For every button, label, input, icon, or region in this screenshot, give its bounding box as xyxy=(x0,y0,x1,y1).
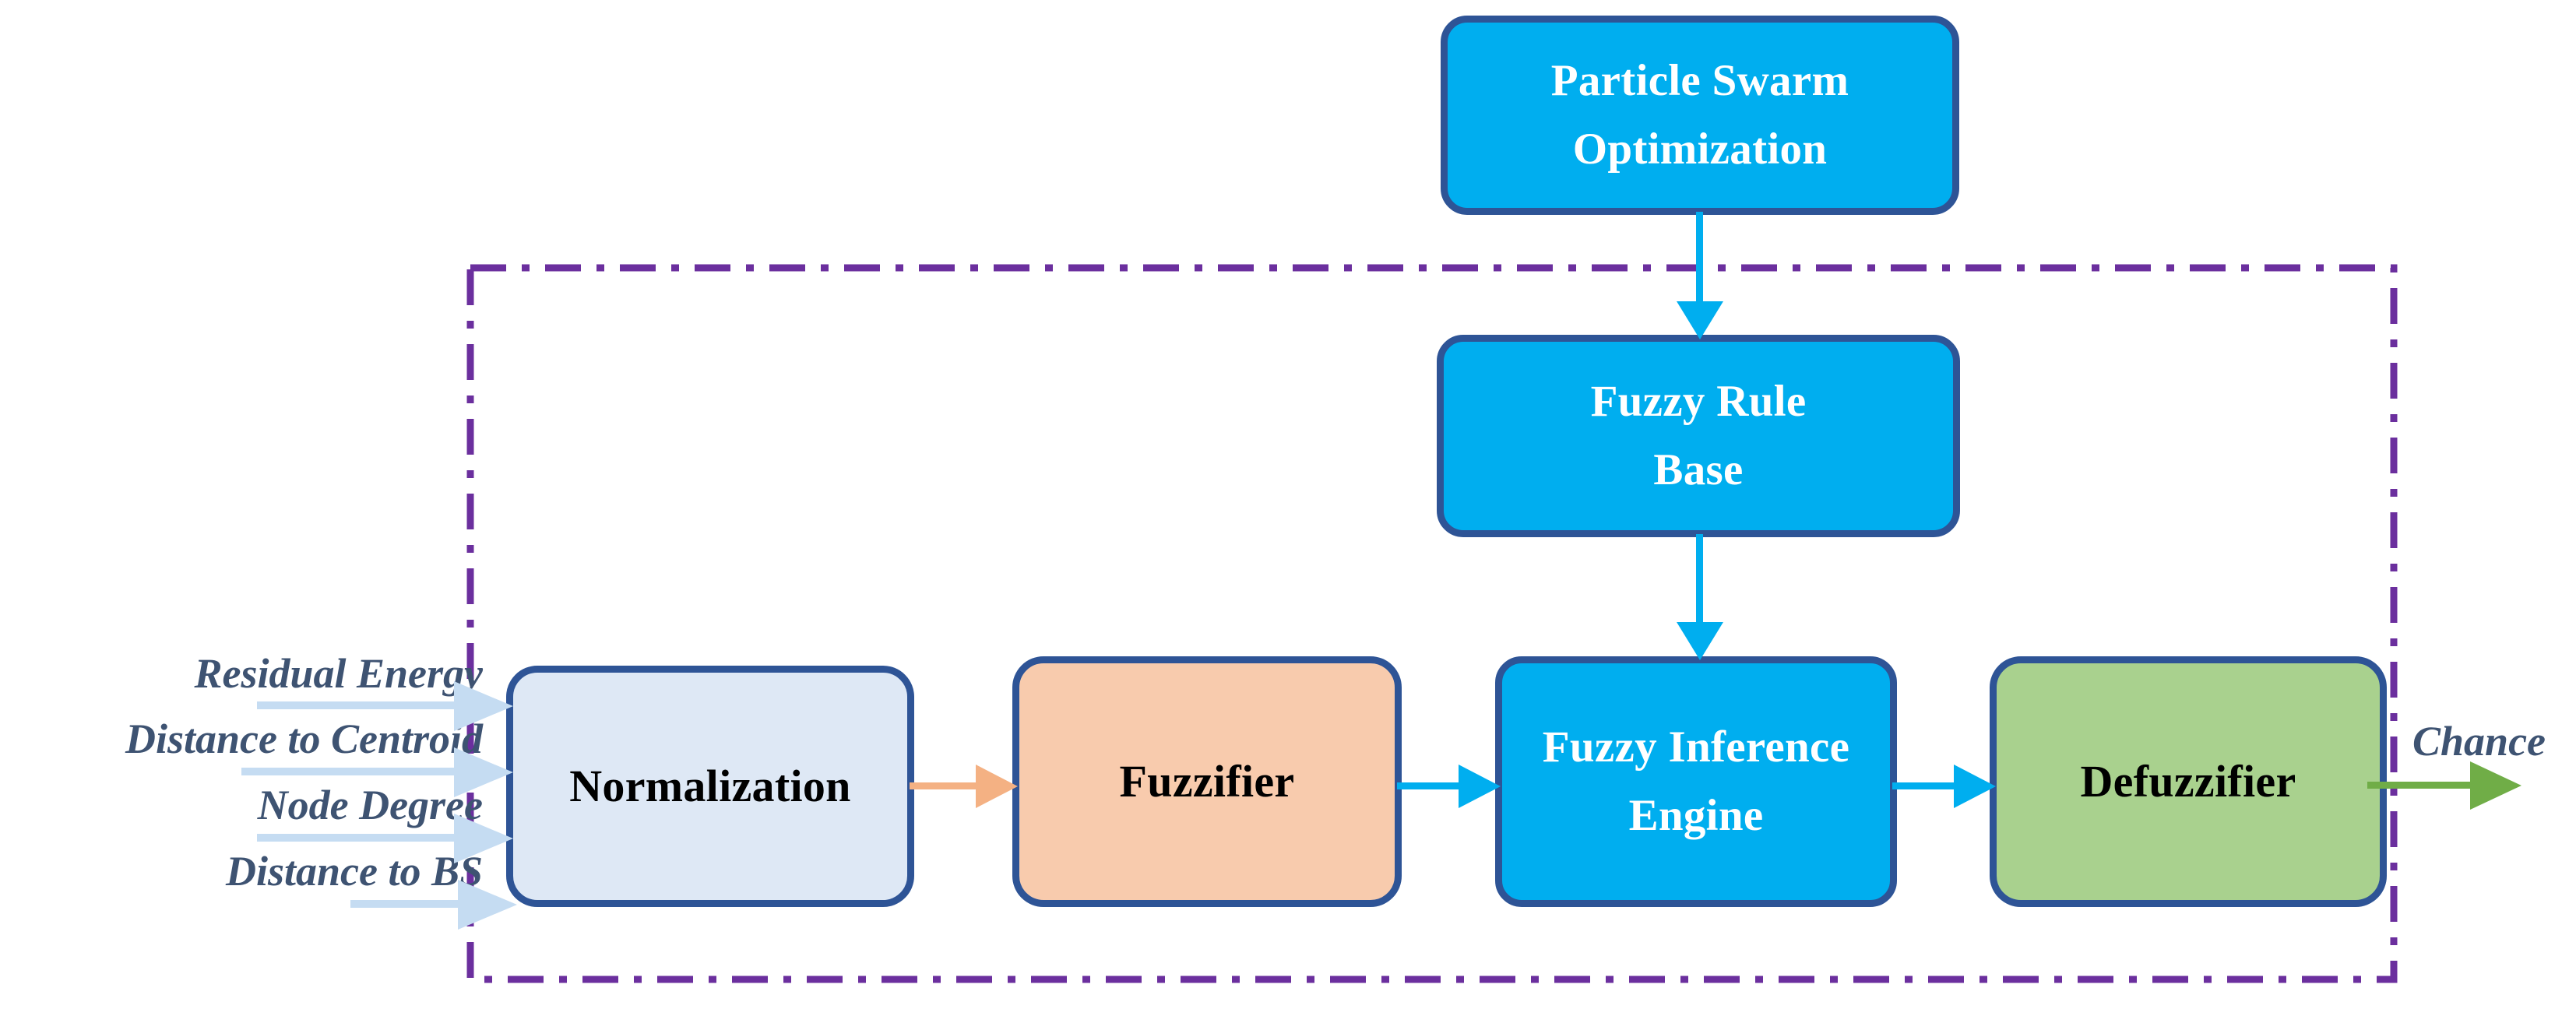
pso-line-1: Particle Swarm xyxy=(1550,55,1849,105)
block-normalization[interactable]: Normalization xyxy=(506,666,914,907)
input-label-distance-to-bs: Distance to BS xyxy=(225,848,483,895)
arrow-inference-engine-to-defuzzifier xyxy=(1892,759,1997,814)
arrow-pso-to-fuzzy-rule-base xyxy=(1673,212,1727,340)
fie-line-1: Fuzzy Inference xyxy=(1542,722,1850,772)
frb-line-2: Base xyxy=(1653,445,1744,494)
input-label-node-degree: Node Degree xyxy=(257,782,483,828)
pso-line-2: Optimization xyxy=(1572,125,1828,174)
block-defuzzifier[interactable]: Defuzzifier xyxy=(1990,656,2387,907)
normalization-label: Normalization xyxy=(569,761,851,812)
input-label-residual-energy: Residual Energy xyxy=(194,650,483,697)
block-particle-swarm-optimization[interactable]: Particle Swarm Optimization xyxy=(1441,16,1959,215)
defuzzifier-label: Defuzzifier xyxy=(2080,756,2296,807)
arrow-fuzzy-rule-base-to-inference-engine xyxy=(1673,534,1727,663)
block-fuzzifier[interactable]: Fuzzifier xyxy=(1012,656,1402,907)
block-fuzzy-rule-base[interactable]: Fuzzy Rule Base xyxy=(1437,335,1960,537)
block-fuzzy-inference-engine[interactable]: Fuzzy Inference Engine xyxy=(1495,656,1897,907)
arrow-normalization-to-fuzzifier xyxy=(910,759,1019,814)
arrow-fuzzifier-to-inference-engine xyxy=(1397,759,1501,814)
fie-line-2: Engine xyxy=(1628,791,1764,840)
frb-line-1: Fuzzy Rule xyxy=(1590,376,1807,426)
input-label-distance-to-centroid: Distance to Centroid xyxy=(125,715,483,762)
fuzzifier-label: Fuzzifier xyxy=(1119,756,1295,807)
arrow-defuzzifier-to-output xyxy=(2367,755,2523,817)
output-label-chance: Chance xyxy=(2412,718,2546,765)
